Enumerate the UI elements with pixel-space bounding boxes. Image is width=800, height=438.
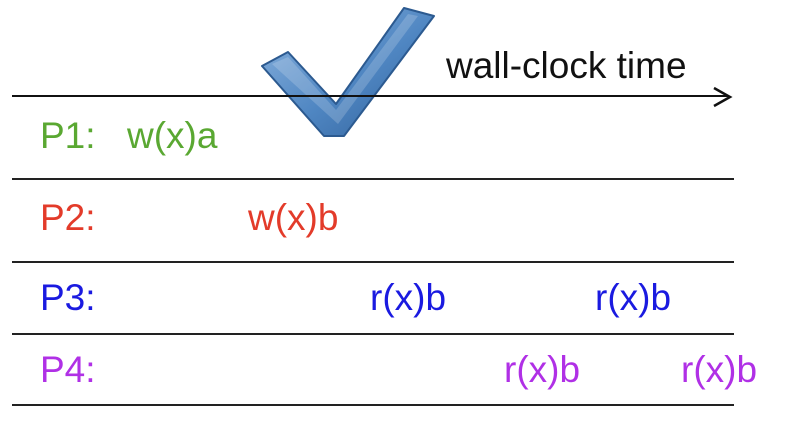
operation-p3-2: r(x)b bbox=[595, 277, 672, 318]
operation-p1-1: w(x)a bbox=[127, 115, 218, 156]
checkmark-icon bbox=[261, 7, 435, 137]
process-label-p1: P1: bbox=[40, 115, 96, 156]
process-label-p3: P3: bbox=[40, 277, 96, 318]
row-divider bbox=[12, 404, 734, 406]
process-label-p2: P2: bbox=[40, 197, 96, 238]
operation-p4-1: r(x)b bbox=[504, 349, 581, 390]
time-axis bbox=[12, 95, 728, 97]
row-divider bbox=[12, 261, 734, 263]
time-axis-label: wall-clock time bbox=[446, 45, 687, 86]
operation-p2-1: w(x)b bbox=[248, 197, 339, 238]
operation-p4-2: r(x)b bbox=[681, 349, 758, 390]
arrowhead-icon bbox=[713, 86, 733, 108]
row-divider bbox=[12, 178, 734, 180]
row-divider bbox=[12, 333, 734, 335]
process-label-p4: P4: bbox=[40, 349, 96, 390]
operation-p3-1: r(x)b bbox=[370, 277, 447, 318]
